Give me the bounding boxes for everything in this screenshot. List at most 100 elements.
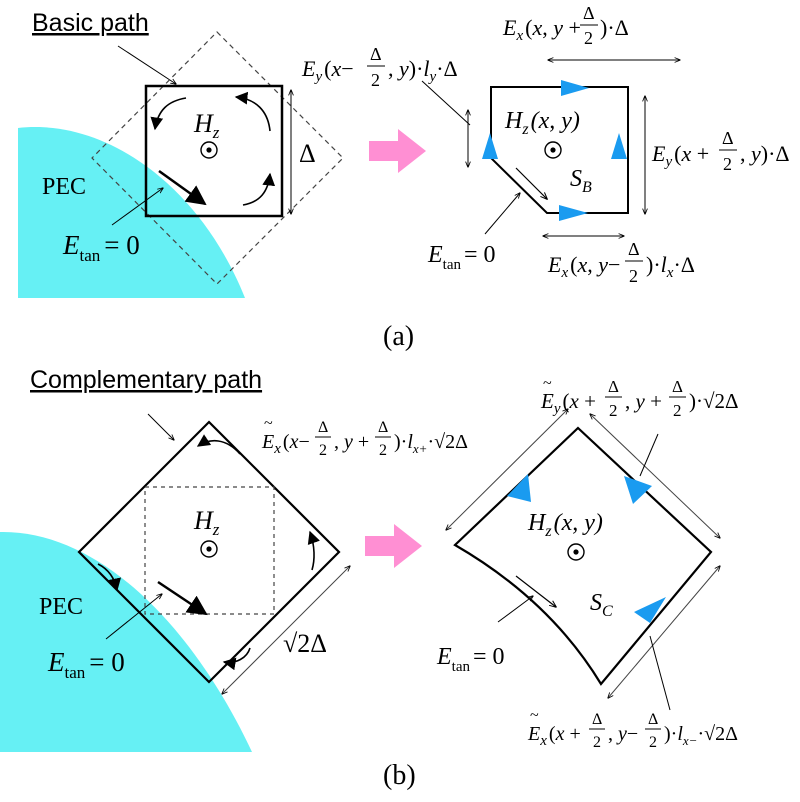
svg-text:Ex(x−: Ex(x− xyxy=(261,431,310,457)
transition-arrow-a xyxy=(369,129,426,173)
hz-label-a: Hz xyxy=(193,109,220,142)
ex-lower-right-pointer xyxy=(649,635,671,711)
hz-dot-b-right xyxy=(573,549,579,555)
hz-dot-b xyxy=(206,546,212,552)
svg-text:~: ~ xyxy=(264,415,273,432)
ex-top-formula: Ex(x, y + Δ 2 )·Δ xyxy=(502,3,629,48)
transition-arrow-b xyxy=(365,524,422,568)
svg-text:~: ~ xyxy=(530,707,539,724)
circulation-arrow-top-b xyxy=(196,434,241,455)
pec-label-b: PEC xyxy=(39,594,83,620)
svg-text:)·lx−·√2Δ: )·lx−·√2Δ xyxy=(664,723,738,748)
svg-text:, y)·ly·Δ: , y)·ly·Δ xyxy=(388,56,458,85)
blue-arrow-right xyxy=(611,133,627,159)
ex-lower-right-dimension xyxy=(608,566,720,698)
complementary-cut-cell xyxy=(453,426,713,686)
heading-pointer-b xyxy=(147,413,174,440)
svg-text:Ey(x−: Ey(x− xyxy=(301,56,354,85)
panel-b: Complementary path Hz PEC Etan= 0 √2Δ xyxy=(0,366,739,791)
svg-text:2: 2 xyxy=(584,28,593,48)
svg-text:2: 2 xyxy=(379,442,387,459)
etan-label-a-right: Etan= 0 xyxy=(427,242,496,273)
svg-text:2: 2 xyxy=(673,401,682,420)
hz-circle-dot-a xyxy=(200,141,218,159)
hz-circle-dot-b-right xyxy=(567,543,585,561)
etan-label-a: Etan= 0 xyxy=(62,230,140,265)
ex-complementary-upper-formula: Ex(x− ~ Δ 2 , y + Δ 2 )·lx+·√2Δ xyxy=(261,415,468,459)
panel-a: Basic path Hz Δ PEC Etan= 0 xyxy=(18,3,790,352)
blue-arrow-top xyxy=(561,80,589,96)
svg-text:Δ: Δ xyxy=(628,239,640,259)
hz-dot-a-right xyxy=(550,147,556,153)
delta-label-a: Δ xyxy=(299,139,316,168)
svg-text:Ex(x, y−: Ex(x, y− xyxy=(547,252,620,281)
hz-circle-dot-a-right xyxy=(544,141,562,159)
blue-arrow-lower-right xyxy=(634,597,666,623)
svg-text:2: 2 xyxy=(629,266,638,286)
blue-arrow-left xyxy=(482,133,498,159)
circulation-arrow-left-b xyxy=(97,563,122,592)
etan-pointer-b xyxy=(105,594,162,640)
complementary-diamond-path xyxy=(77,420,341,684)
ey-right-formula: Ey(x + Δ 2 , y)·Δ xyxy=(651,128,790,174)
svg-text:, y +: , y + xyxy=(334,431,369,453)
svg-text:Δ: Δ xyxy=(722,128,734,148)
blue-arrow-bottom xyxy=(559,205,588,221)
svg-text:)·lx·Δ: )·lx·Δ xyxy=(646,252,695,281)
ey-left-formula: Ey(x− Δ 2 , y)·ly·Δ xyxy=(301,44,458,90)
pec-region-a xyxy=(18,127,245,298)
basic-path-cut-cell xyxy=(490,86,629,214)
etan-label-b-right: Etan= 0 xyxy=(436,644,505,675)
hz-xy-label-a: Hz(x, y) xyxy=(504,108,580,138)
svg-text:Ex(x, y +: Ex(x, y + xyxy=(502,15,581,44)
svg-text:)·Δ: )·Δ xyxy=(600,15,629,40)
area-label-sc: SC xyxy=(590,590,613,620)
svg-text:Δ: Δ xyxy=(378,419,388,436)
area-label-sb: SB xyxy=(570,166,592,196)
svg-text:Δ: Δ xyxy=(608,377,619,396)
circulation-arrow-bottom-right xyxy=(242,172,276,206)
svg-text:Ey(x +: Ey(x + xyxy=(540,389,596,417)
caption-b: (b) xyxy=(383,760,416,791)
caption-a: (a) xyxy=(383,321,414,352)
pec-label-a: PEC xyxy=(42,174,86,200)
etan-pointer-a-right xyxy=(484,193,520,235)
ey-left-pointer xyxy=(421,80,471,126)
svg-text:Δ: Δ xyxy=(318,419,328,436)
circulation-arrow-top-left xyxy=(150,97,187,131)
svg-text:Δ: Δ xyxy=(648,711,658,728)
hz-circle-dot-b xyxy=(200,540,218,558)
svg-text:, y +: , y + xyxy=(625,389,662,413)
ex-complementary-lower-formula: Ex(x + ~ Δ 2 , y− Δ 2 )·lx−·√2Δ xyxy=(527,707,738,751)
svg-text:)·lx+·√2Δ: )·lx+·√2Δ xyxy=(394,431,468,456)
etan-pointer-a xyxy=(111,188,163,226)
heading-pointer-a xyxy=(117,45,176,84)
panel-b-heading: Complementary path xyxy=(30,366,262,394)
svg-text:Ey(x +: Ey(x + xyxy=(651,141,709,170)
svg-text:Ex(x +: Ex(x + xyxy=(527,723,581,749)
svg-text:Δ: Δ xyxy=(672,377,683,396)
blue-arrow-upper-right xyxy=(624,476,652,504)
ey-complementary-formula: Ey(x + ~ Δ 2 , y + Δ 2 )·√2Δ xyxy=(540,375,739,420)
sqrt2-dimension-b xyxy=(222,566,350,694)
hz-dot-a xyxy=(206,147,212,153)
svg-text:, y−: , y− xyxy=(608,723,638,745)
pec-edge-tangent-a xyxy=(515,167,547,199)
circulation-arrow-pec-edge-b xyxy=(157,580,208,616)
svg-text:Δ: Δ xyxy=(592,711,602,728)
svg-text:)·√2Δ: )·√2Δ xyxy=(689,389,739,413)
ex-upper-left-dimension xyxy=(446,409,568,530)
hz-xy-label-b: Hz(x, y) xyxy=(527,510,603,540)
panel-a-heading: Basic path xyxy=(32,9,149,37)
blue-arrow-upper-left xyxy=(507,474,531,502)
rotated-dashed-square-a xyxy=(91,31,344,285)
basic-square-path xyxy=(144,84,284,218)
circulation-arrow-top-right xyxy=(234,91,271,132)
pec-edge-tangent-b xyxy=(515,575,556,607)
svg-text:2: 2 xyxy=(609,401,618,420)
sqrt2-label-b: √2Δ xyxy=(283,629,327,658)
etan-label-b: Etan= 0 xyxy=(47,647,125,682)
circulation-arrow-pec-edge xyxy=(158,169,207,206)
